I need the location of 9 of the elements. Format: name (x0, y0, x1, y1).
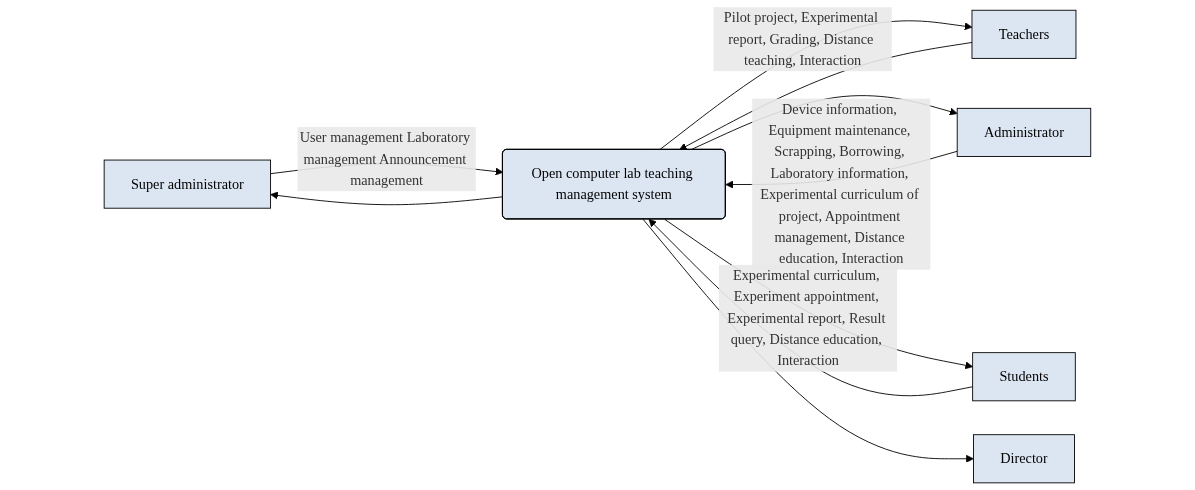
edge-label: Experimental curriculum, Experiment appointment, Experimental report, Result query, Distance education, Interaction (727, 267, 886, 369)
edge-label: User management Laboratory management Announcement management (299, 129, 471, 188)
edge-label: Pilot project, Experimental report, Grading, Distance teaching, Interaction (723, 9, 878, 68)
node-box: Super administrator (103, 159, 272, 209)
node-box: Director (973, 434, 1075, 484)
node-box: Students (972, 352, 1076, 402)
node-box: Teachers (971, 9, 1077, 59)
edge-label: Device information, Equipment maintenance, Scrapping, Borrowing, Laboratory information, Experimental curriculum of project, Appointment management, Distance education, Interaction (760, 101, 919, 267)
node-box: Administrator (956, 107, 1092, 157)
